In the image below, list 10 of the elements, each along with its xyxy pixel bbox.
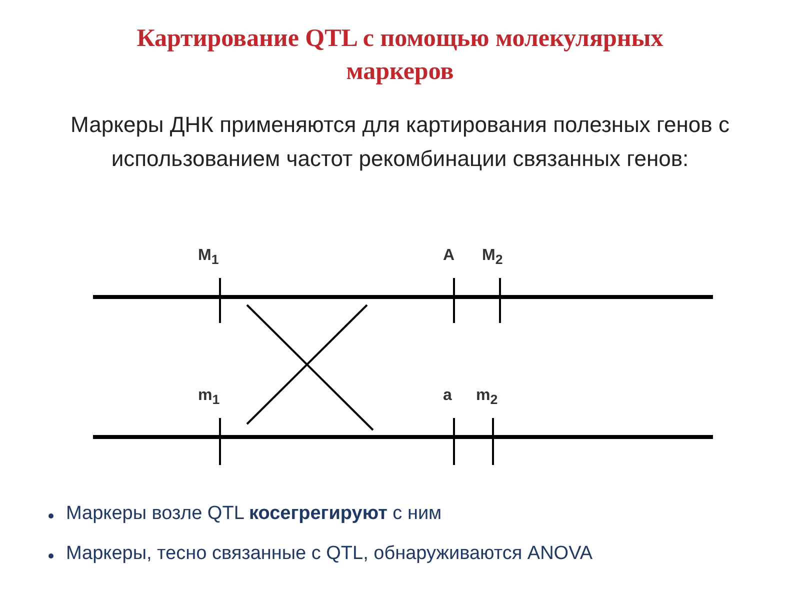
locus-label: m$_{1}$ (198, 387, 220, 408)
intro-text: Маркеры ДНК применяются для картирования полезных генов с использованием частот рекомбинации связанных генов: (70, 111, 730, 173)
locus-label: m$_{2}$ (476, 387, 498, 408)
title: Картирование QTL с помощью молекулярных маркеров (136, 24, 664, 87)
bullet-text: Маркеры возле QTL косегрегируют с ним (66, 503, 442, 525)
locus-label: A (443, 247, 455, 265)
locus-label: M$_{2}$ (482, 247, 503, 268)
locus-label: a (443, 387, 452, 405)
bullet-text: Маркеры, тесно связанные с QTL, обнаруживаются ANOVA (66, 543, 593, 565)
locus-label: M$_{1}$ (198, 247, 219, 268)
